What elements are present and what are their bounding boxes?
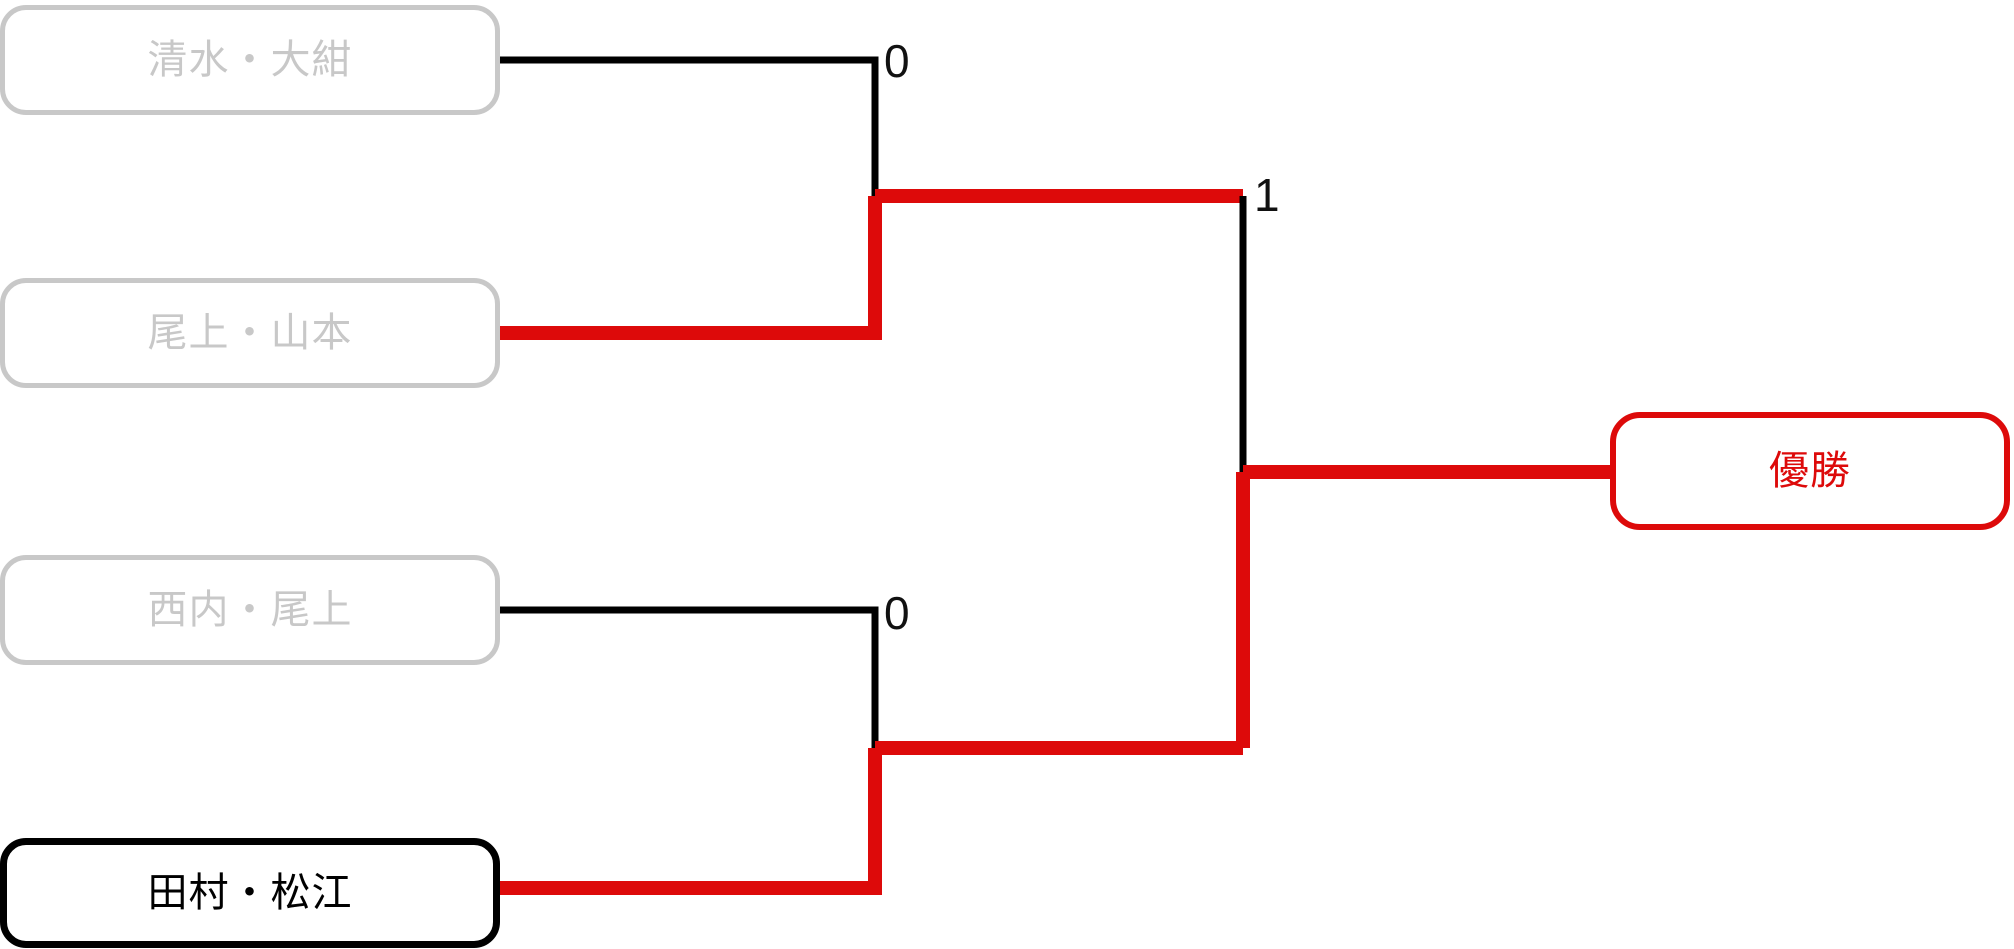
path-entry1-to-semifinal-top (500, 56, 879, 196)
path-entry4-to-semifinal-bottom (500, 748, 882, 895)
entry-4[interactable]: 田村・松江 (0, 838, 500, 948)
entry-3-label: 西内・尾上 (147, 588, 353, 632)
entry-2[interactable]: 尾上・山本 (0, 278, 500, 388)
path-entry3-to-semifinal-bottom (500, 606, 879, 748)
entry-1[interactable]: 清水・大紺 (0, 5, 500, 115)
entry-3[interactable]: 西内・尾上 (0, 555, 500, 665)
champion-box[interactable]: 優勝 (1610, 412, 2010, 530)
path-entry2-to-semifinal-top (500, 196, 882, 340)
score-final-top: 1 (1254, 169, 1280, 221)
entry-4-label: 田村・松江 (147, 871, 353, 915)
score-semifinal-bottom: 0 (884, 587, 910, 639)
entry-2-label: 尾上・山本 (147, 311, 353, 355)
score-semifinal-top: 0 (884, 35, 910, 87)
entry-1-label: 清水・大紺 (147, 38, 353, 82)
champion-box-label: 優勝 (1769, 449, 1851, 493)
